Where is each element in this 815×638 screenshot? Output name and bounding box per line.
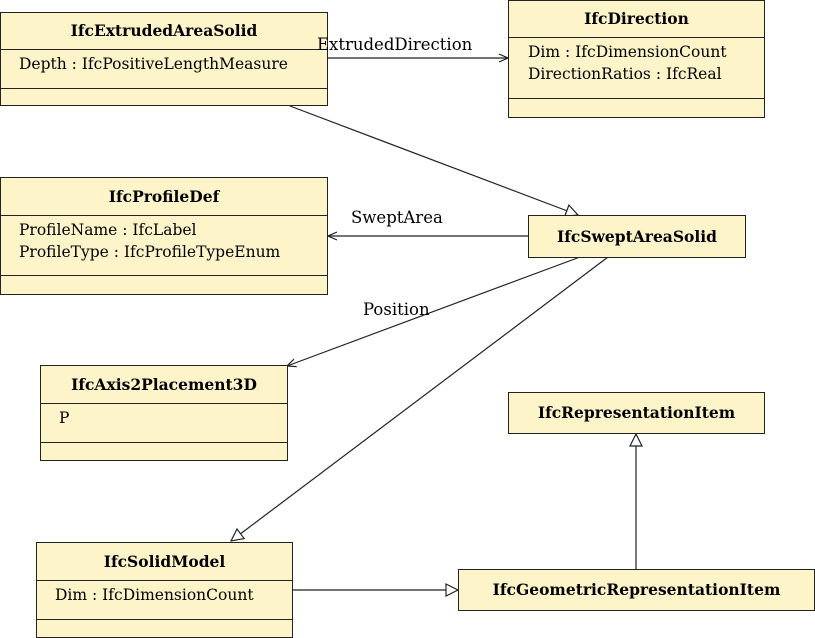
class-ifc-solid-model[interactable]: IfcSolidModel Dim : IfcDimensionCount (36, 542, 293, 638)
label-swept-area: SweptArea (351, 208, 443, 227)
label-extruded-direction: ExtrudedDirection (317, 35, 473, 54)
class-operations (509, 98, 764, 117)
class-attributes: Dim : IfcDimensionCount (37, 580, 292, 619)
attribute: Dim : IfcDimensionCount (528, 43, 727, 61)
class-ifc-axis2-placement-3d[interactable]: IfcAxis2Placement3D P (40, 365, 288, 461)
class-ifc-extruded-area-solid[interactable]: IfcExtrudedAreaSolid Depth : IfcPositive… (0, 12, 328, 106)
class-operations (1, 275, 327, 294)
class-attributes: Depth : IfcPositiveLengthMeasure (1, 49, 327, 88)
attribute: DirectionRatios : IfcReal (528, 65, 722, 83)
class-operations (37, 619, 292, 637)
label-position: Position (363, 300, 430, 319)
class-name: IfcAxis2Placement3D (71, 375, 257, 394)
class-ifc-direction[interactable]: IfcDirection Dim : IfcDimensionCount Dir… (508, 0, 765, 118)
class-name: IfcSweptAreaSolid (557, 227, 717, 246)
attribute: Dim : IfcDimensionCount (55, 586, 254, 604)
class-attributes: Dim : IfcDimensionCount DirectionRatios … (509, 37, 764, 98)
class-name: IfcExtrudedAreaSolid (70, 21, 258, 40)
class-ifc-profile-def[interactable]: IfcProfileDef ProfileName : IfcLabel Pro… (0, 177, 328, 295)
class-operations (1, 88, 327, 105)
class-name: IfcProfileDef (108, 187, 220, 206)
class-ifc-representation-item[interactable]: IfcRepresentationItem (508, 392, 765, 434)
class-name: IfcRepresentationItem (537, 403, 736, 422)
class-name: IfcGeometricRepresentationItem (492, 580, 781, 599)
class-ifc-geometric-representation-item[interactable]: IfcGeometricRepresentationItem (458, 569, 815, 611)
generalization-swept-to-solid (231, 256, 609, 541)
class-name: IfcDirection (584, 9, 689, 28)
generalization-extruded-to-swept (289, 105, 578, 215)
class-name: IfcSolidModel (103, 552, 226, 571)
class-attributes: P (41, 403, 287, 442)
class-attributes: ProfileName : IfcLabel ProfileType : Ifc… (1, 215, 327, 275)
attribute: Depth : IfcPositiveLengthMeasure (19, 55, 288, 73)
attribute: ProfileName : IfcLabel (19, 221, 197, 239)
attribute: P (59, 409, 70, 427)
class-ifc-swept-area-solid[interactable]: IfcSweptAreaSolid (528, 215, 746, 258)
association-position (287, 256, 581, 366)
attribute: ProfileType : IfcProfileTypeEnum (19, 243, 281, 261)
class-operations (41, 442, 287, 460)
